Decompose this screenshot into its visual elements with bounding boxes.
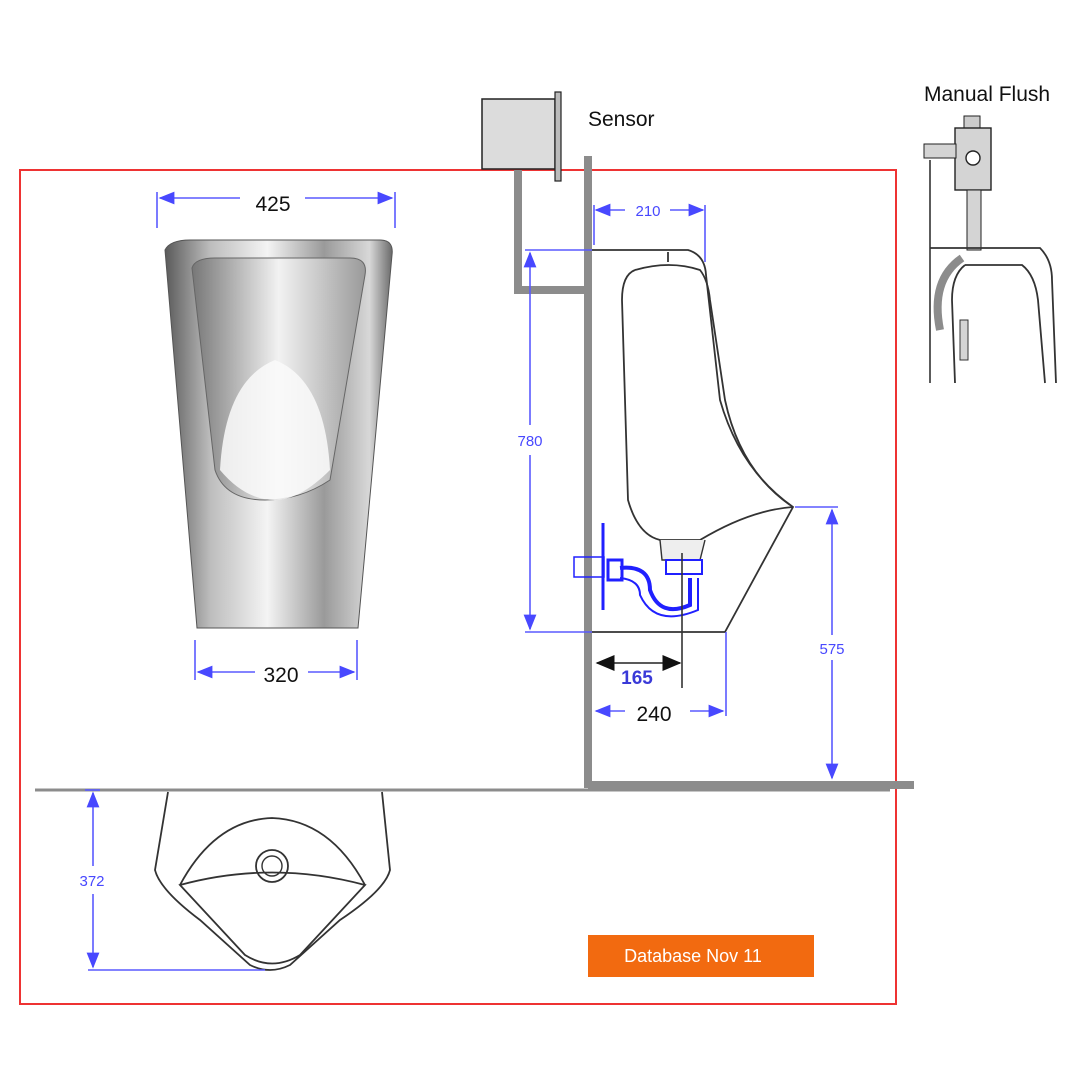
drawing-frame xyxy=(19,169,897,1005)
dim-rim-height: 575 xyxy=(819,641,844,658)
dim-depth-top: 210 xyxy=(635,203,660,220)
side-view: 210 780 165 240 575 xyxy=(517,203,845,780)
database-badge-text: Database Nov 11 xyxy=(624,946,762,966)
front-view: 425 320 xyxy=(156,191,396,687)
plan-view: 372 xyxy=(79,789,391,971)
dim-trap-offset: 165 xyxy=(621,668,653,689)
floor xyxy=(588,781,914,789)
wall xyxy=(584,156,592,788)
manual-flush-detail: Manual Flush xyxy=(923,83,1057,384)
database-badge xyxy=(588,935,814,977)
dim-plan-depth: 372 xyxy=(79,873,104,890)
dim-bottom-width: 320 xyxy=(263,664,298,687)
dim-top-width: 425 xyxy=(255,193,290,216)
sensor-label: Sensor xyxy=(588,108,655,131)
manual-flush-label: Manual Flush xyxy=(924,83,1050,106)
sensor-unit: Sensor xyxy=(481,91,655,294)
dim-height-total: 780 xyxy=(517,433,542,450)
dim-depth-bottom: 240 xyxy=(636,703,671,726)
